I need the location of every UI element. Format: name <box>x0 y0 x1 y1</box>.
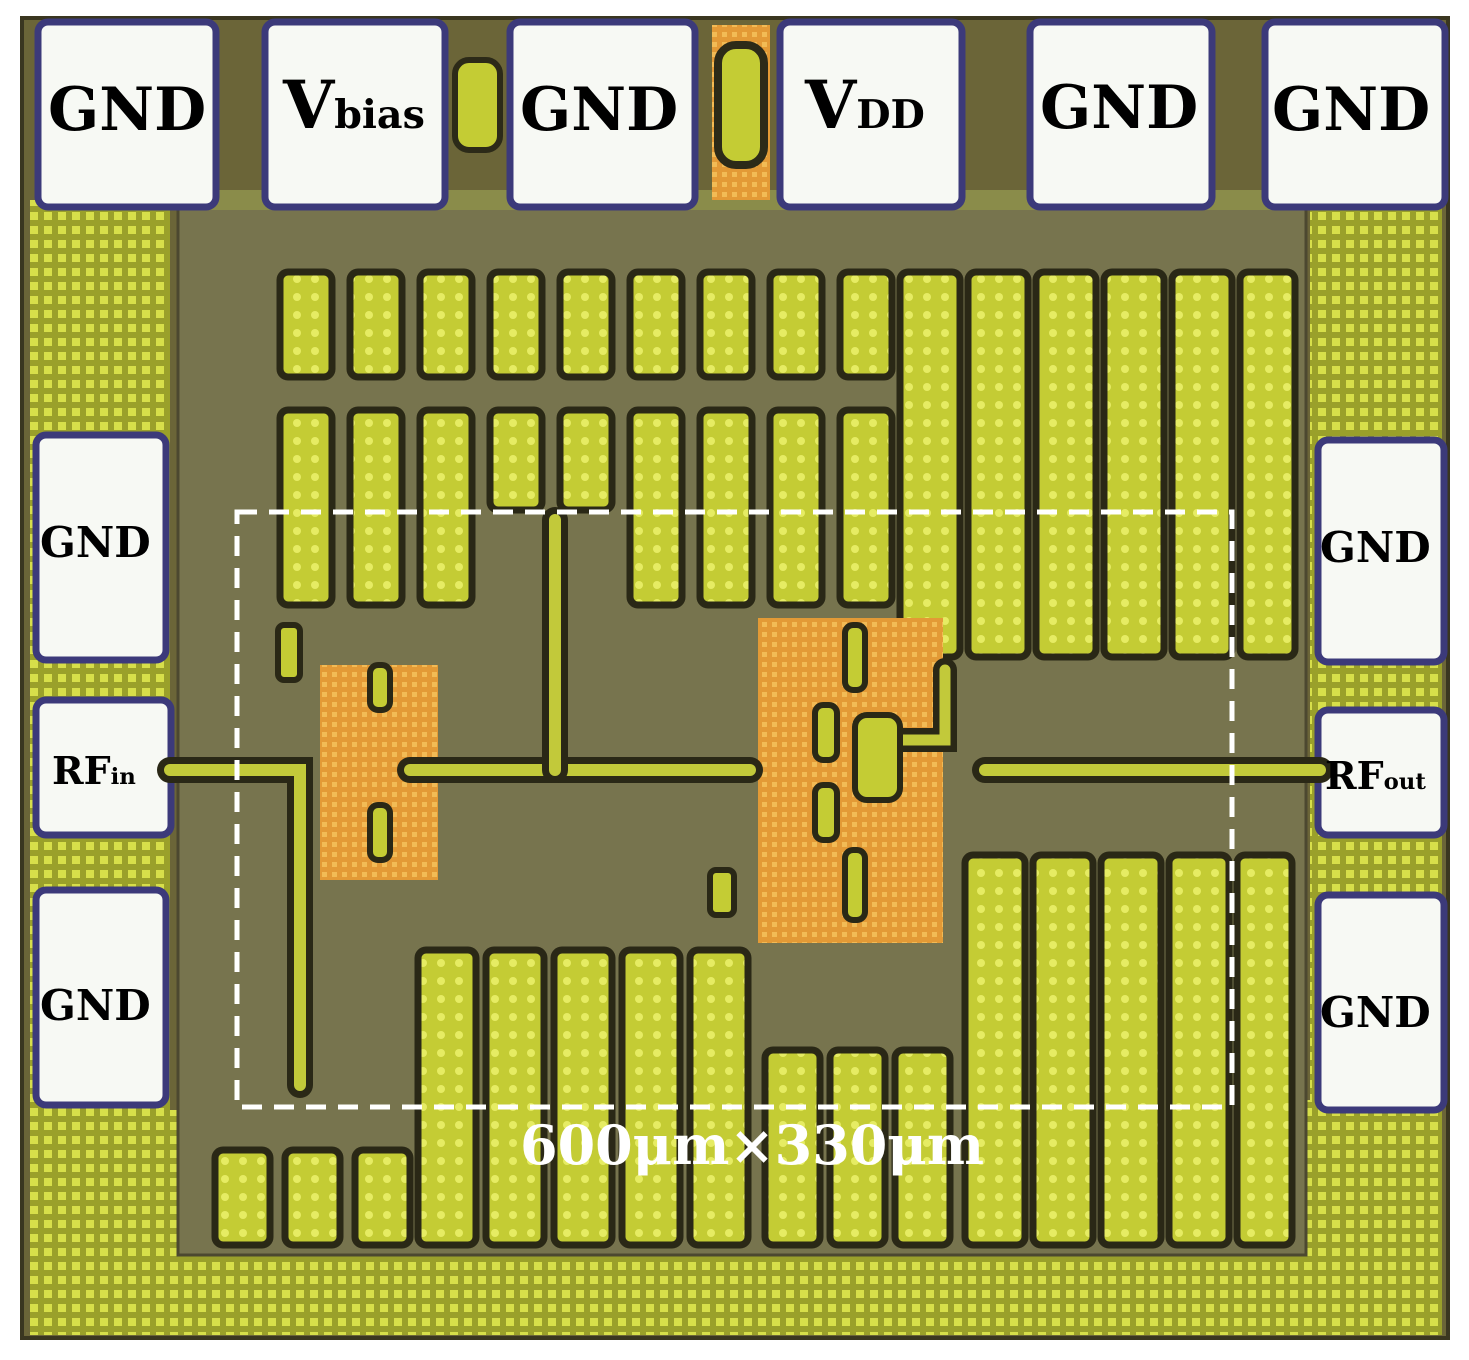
core-area-outline <box>234 509 1235 1110</box>
pad-label-gnd-left-upper: GND <box>40 518 151 567</box>
pad-label-gnd-right-upper: GND <box>1320 523 1431 572</box>
pad-label-gnd-top-2: GND <box>520 75 679 145</box>
pad-label-gnd-top-4: GND <box>1272 75 1431 145</box>
pad-label-vbias: Vbias <box>283 66 425 144</box>
core-area-dimension-label: 600μm×330μm <box>520 1113 985 1177</box>
top-pads <box>34 18 1449 211</box>
right-pads <box>1314 436 1448 1114</box>
ground-mesh-bottom <box>30 1255 1442 1335</box>
pad-label-rf-in: RFin <box>52 748 136 793</box>
pad-label-vdd: VDD <box>805 66 925 144</box>
capacitor-array <box>211 268 1299 1249</box>
pad-label-gnd-top-1: GND <box>48 75 207 145</box>
pad-label-rf-out: RFout <box>1325 753 1426 798</box>
pad-label-gnd-top-3: GND <box>1040 73 1199 143</box>
left-pads <box>32 431 175 1109</box>
pad-label-gnd-right-lower: GND <box>1320 988 1431 1037</box>
pad-label-gnd-left-lower: GND <box>40 981 151 1030</box>
